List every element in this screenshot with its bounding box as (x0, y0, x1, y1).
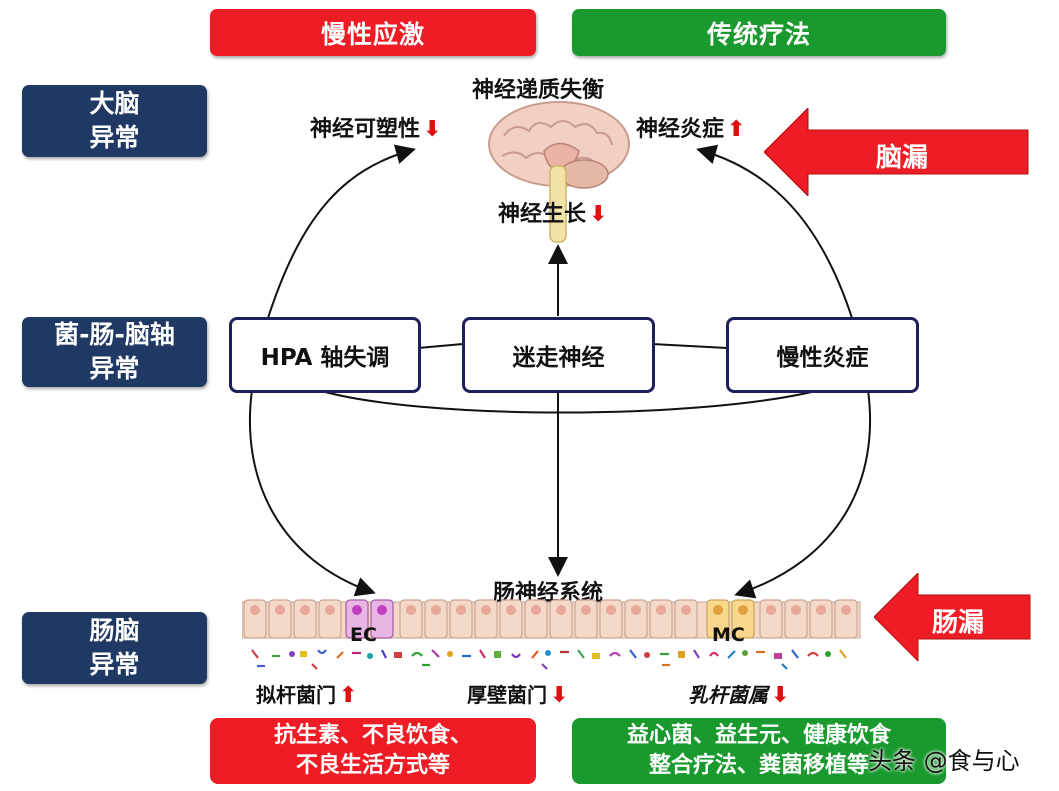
bacteroides-text: 拟杆菌门 (256, 683, 336, 707)
chronic-inflammation-label: 慢性炎症 (776, 345, 869, 371)
leaky-brain-arrow (764, 108, 1029, 196)
traditional-therapy-label: 传统疗法 (706, 19, 811, 49)
therapy-line1: 益心菌、益生元、健康饮食 (626, 723, 891, 748)
brain-image (488, 101, 630, 243)
plasticity-label: 神经可塑性⬇ (310, 111, 441, 143)
neurogrowth-text: 神经生长 (498, 202, 587, 227)
lactobacillus-text: 乳杆菌属 (688, 683, 768, 707)
firmicutes-label: 厚壁菌门⬇ (467, 679, 568, 708)
side-label-line1: 肠脑 (89, 616, 140, 645)
chronic-stress-label: 慢性应激 (320, 19, 425, 49)
link-vagus-inflammation (651, 343, 728, 349)
arrow-hpa-to-brain (267, 144, 416, 319)
down-arrow-icon: ⬇ (771, 683, 790, 708)
side-label-line1: 大脑 (89, 89, 140, 118)
down-arrow-icon: ⬇ (423, 117, 442, 142)
up-arrow-icon: ⬆ (727, 117, 746, 142)
down-arrow-icon: ⬇ (550, 683, 569, 708)
up-arrow-icon: ⬆ (339, 683, 358, 708)
vagus-label: 迷走神经 (512, 345, 605, 371)
negative-factors-line1: 抗生素、不良饮食、 (273, 723, 472, 748)
arrow-inflammation-to-mc (734, 389, 872, 599)
link-hpa-inflammation-arc (317, 389, 821, 414)
therapy-box: 益心菌、益生元、健康饮食 整合疗法、粪菌移植等 (572, 718, 946, 784)
lactobacillus-label: 乳杆菌属⬇ (688, 679, 789, 708)
vagus-node: 迷走神经 (462, 317, 655, 393)
leaky-gut-arrow (874, 573, 1031, 661)
leaky-brain-label: 脑漏 (876, 143, 929, 173)
neuroinflammation-label: 神经炎症⬆ (636, 111, 745, 143)
link-hpa-vagus (417, 343, 464, 349)
leaky-gut-label: 肠漏 (932, 608, 985, 638)
gut-brain-abnormal-label: 肠脑 异常 (22, 612, 207, 684)
bacteroides-label: 拟杆菌门⬆ (256, 679, 357, 708)
arrow-inflammation-to-brain (696, 144, 853, 319)
side-label-line1: 菌-肠-脑轴 (54, 320, 175, 349)
therapy-line2: 整合疗法、粪菌移植等 (648, 753, 869, 778)
side-label-line2: 异常 (89, 123, 140, 152)
plasticity-text: 神经可塑性 (310, 117, 421, 142)
negative-factors-box: 抗生素、不良饮食、 不良生活方式等 (210, 718, 536, 784)
epithelial-cells (242, 599, 861, 639)
hpa-label: HPA 轴失调 (260, 345, 390, 371)
intestinal-epithelium-image (242, 599, 861, 670)
neurotransmitter-label: 神经递质失衡 (472, 78, 605, 103)
negative-factors-line2: 不良生活方式等 (295, 753, 450, 778)
ec-label: EC (350, 624, 377, 646)
neurogrowth-label: 神经生长⬇ (498, 196, 607, 228)
traditional-therapy-header: 传统疗法 (572, 9, 946, 56)
chronic-inflammation-node: 慢性炎症 (726, 317, 919, 393)
neuroinflammation-text: 神经炎症 (636, 117, 725, 142)
firmicutes-text: 厚壁菌门 (467, 683, 547, 707)
axis-abnormal-label: 菌-肠-脑轴 异常 (22, 317, 207, 387)
chronic-stress-header: 慢性应激 (210, 9, 536, 56)
watermark: 头条 @食与心 (868, 747, 1020, 775)
side-label-line2: 异常 (89, 650, 140, 679)
mc-label: MC (712, 624, 745, 646)
brain-abnormal-label: 大脑 异常 (22, 85, 207, 157)
gut-microbiota (251, 649, 847, 670)
hpa-node: HPA 轴失调 (229, 317, 421, 393)
side-label-line2: 异常 (89, 354, 140, 383)
arrow-hpa-to-ec (248, 389, 376, 597)
down-arrow-icon: ⬇ (589, 202, 608, 227)
